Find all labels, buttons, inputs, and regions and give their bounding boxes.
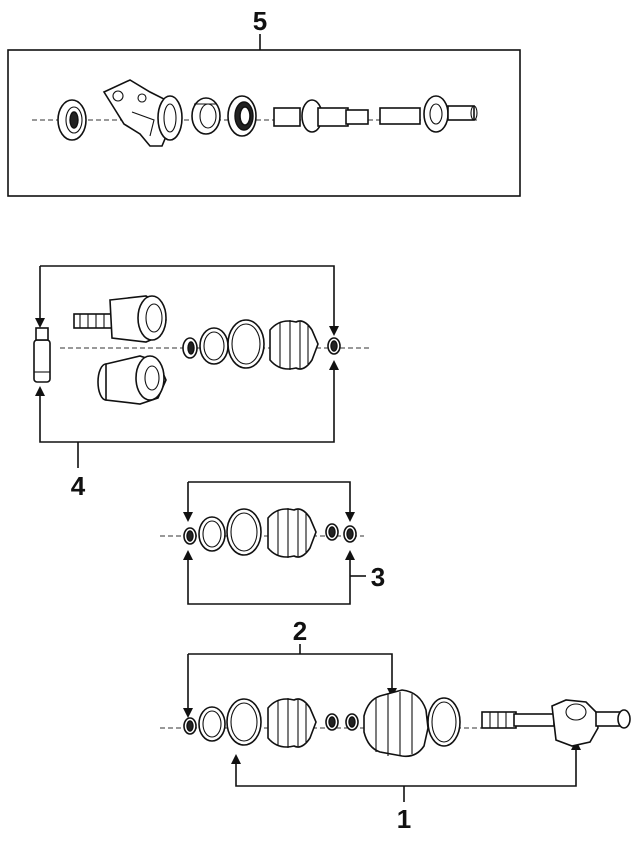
snap-ring-part[interactable]: [198, 706, 226, 742]
callout-5[interactable]: 5: [253, 6, 267, 36]
intermediate-shaft-part[interactable]: [273, 95, 478, 133]
snap-ring-part[interactable]: [199, 327, 229, 365]
bracket-4-top: [40, 265, 335, 334]
clamp-part[interactable]: [183, 527, 197, 545]
bearing-bracket-part[interactable]: [102, 79, 183, 147]
arrow-4-right-down: [329, 326, 339, 336]
clamp-part[interactable]: [183, 717, 197, 735]
clamp-mid-part[interactable]: [345, 713, 359, 731]
axle-shaft-part[interactable]: [481, 711, 555, 729]
bracket-3-top: [188, 481, 351, 518]
small-clamp-part[interactable]: [182, 337, 198, 359]
clamp-end-part[interactable]: [343, 525, 357, 543]
callout-2[interactable]: 2: [293, 616, 307, 646]
arrow-1-left-up: [231, 754, 241, 764]
arrow-3-left-up: [183, 550, 193, 560]
small-clamp-part[interactable]: [325, 523, 339, 541]
arrow-3-left-down: [183, 512, 193, 522]
arrow-4-left-up: [35, 386, 45, 396]
callout-4[interactable]: 4: [71, 471, 86, 501]
large-clamp-part[interactable]: [226, 508, 262, 556]
outer-boot-part[interactable]: [363, 689, 429, 758]
bracket-3-bottom: [187, 556, 351, 605]
arrow-3-right-up: [345, 550, 355, 560]
large-clamp-part[interactable]: [226, 698, 262, 746]
grease-tube-part[interactable]: [33, 327, 51, 383]
group-1: 1: [160, 689, 631, 834]
boot-part[interactable]: [267, 508, 317, 558]
inner-boot-part[interactable]: [267, 698, 317, 748]
outer-joint-part[interactable]: [73, 295, 167, 343]
bracket-4-bottom: [39, 362, 335, 443]
group-5: 5: [7, 6, 521, 197]
arrow-3-right-down: [345, 512, 355, 522]
large-clamp-part[interactable]: [227, 319, 265, 369]
inner-joint-part[interactable]: [97, 355, 167, 405]
group-2: 2: [183, 616, 397, 718]
callout-1[interactable]: 1: [397, 804, 411, 834]
outer-clamp-part[interactable]: [427, 697, 461, 747]
callout-3[interactable]: 3: [371, 562, 385, 592]
group-4: 4: [33, 265, 370, 501]
frame-5: [7, 49, 521, 197]
outer-joint-part[interactable]: [551, 699, 631, 747]
snap-ring-part[interactable]: [198, 516, 226, 552]
bearing-part[interactable]: [227, 95, 257, 137]
bearing-ring-part[interactable]: [191, 97, 221, 135]
arrow-2-left-down: [183, 708, 193, 718]
small-clamp-part[interactable]: [325, 713, 339, 731]
bracket-1: [235, 746, 577, 787]
seal-part[interactable]: [57, 99, 87, 141]
group-3: 3: [160, 481, 385, 605]
arrow-4-left-down: [35, 318, 45, 328]
arrow-4-right-up: [329, 360, 339, 370]
boot-part[interactable]: [269, 320, 319, 370]
boot-clamp-part[interactable]: [327, 337, 341, 355]
bracket-2-top: [188, 653, 393, 690]
